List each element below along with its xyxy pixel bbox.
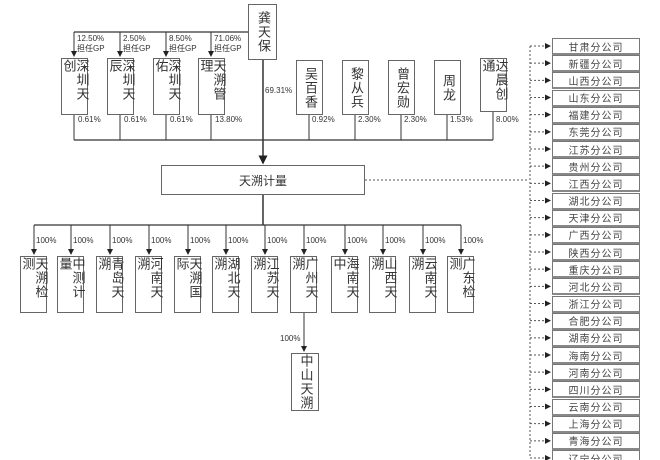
subsidiary-box: 海南天中	[331, 256, 359, 313]
branch-office-box: 贵州分公司	[552, 158, 640, 176]
sub-subsidiary-box: 中山天溯	[291, 353, 319, 411]
subsidiary-box: 山西天溯	[369, 256, 397, 313]
share-label: 100%	[228, 236, 249, 245]
gp-entity-box: 天溯管理	[198, 58, 226, 115]
share-label: 0.61%	[170, 115, 193, 124]
branch-office-box: 甘肃分公司	[552, 38, 640, 55]
share-label: 13.80%	[215, 115, 243, 124]
gp-label: 担任GP	[214, 44, 242, 53]
share-label: 2.30%	[404, 115, 427, 124]
gp-label: 担任GP	[77, 44, 105, 53]
branch-office-box: 河南分公司	[552, 364, 640, 382]
share-label: 100%	[151, 236, 172, 245]
branch-office-box: 湖南分公司	[552, 329, 640, 347]
share-label: 69.31%	[265, 86, 293, 95]
branch-office-box: 山西分公司	[552, 72, 640, 90]
subsidiary-box: 江苏天溯	[251, 256, 279, 313]
subsidiary-box: 广东检测	[447, 256, 475, 313]
gp-label: 担任GP	[123, 44, 151, 53]
share-label: 1.53%	[450, 115, 473, 124]
branch-office-box: 上海分公司	[552, 415, 640, 433]
shareholder-box: 周龙	[434, 60, 461, 115]
share-label: 0.61%	[78, 115, 101, 124]
share-label: 8.00%	[496, 115, 519, 124]
branch-office-box: 四川分公司	[552, 381, 640, 399]
branch-office-box: 江西分公司	[552, 175, 640, 193]
subsidiary-box: 云南天溯	[409, 256, 437, 313]
shareholder-box: 曾宏勋	[388, 60, 415, 115]
share-label: 100%	[267, 236, 288, 245]
branch-office-box: 湖北分公司	[552, 192, 640, 210]
subsidiary-box: 天溯国际	[174, 256, 202, 313]
gp-entity-box: 深圳天辰	[107, 58, 135, 115]
gp-entity-box: 深圳天创	[61, 58, 89, 115]
share-label: 0.61%	[124, 115, 147, 124]
branch-office-box: 云南分公司	[552, 398, 640, 416]
branch-office-box: 东莞分公司	[552, 123, 640, 141]
subsidiary-box: 中测计量	[57, 256, 85, 313]
branch-office-box: 海南分公司	[552, 347, 640, 364]
gp-label: 担任GP	[169, 44, 197, 53]
shareholder-box: 达晨创通	[480, 58, 508, 112]
branch-office-box: 青海分公司	[552, 432, 640, 450]
gp-entity-box: 深圳天佑	[153, 58, 181, 115]
share-label: 100%	[463, 236, 484, 245]
branch-office-box: 山东分公司	[552, 89, 640, 107]
gp-label: 8.50%	[169, 34, 192, 43]
branch-office-box: 天津分公司	[552, 209, 640, 227]
branch-office-box: 浙江分公司	[552, 295, 640, 313]
subsidiary-box: 青岛天溯	[96, 256, 124, 313]
gp-label: 71.06%	[214, 34, 242, 43]
branch-office-box: 陕西分公司	[552, 244, 640, 261]
share-label: 100%	[280, 334, 301, 343]
branch-office-box: 福建分公司	[552, 106, 640, 124]
company-box: 天溯计量	[161, 165, 365, 195]
gp-label: 12.50%	[77, 34, 105, 43]
branch-office-box: 新疆分公司	[552, 55, 640, 73]
share-label: 100%	[112, 236, 133, 245]
subsidiary-box: 天溯检测	[20, 256, 48, 313]
share-label: 100%	[425, 236, 446, 245]
share-label: 0.92%	[312, 115, 335, 124]
branch-office-box: 江苏分公司	[552, 141, 640, 158]
share-label: 100%	[347, 236, 368, 245]
subsidiary-box: 湖北天溯	[212, 256, 240, 313]
shareholder-box: 黎从兵	[342, 60, 369, 115]
branch-office-box: 河北分公司	[552, 278, 640, 296]
share-label: 100%	[306, 236, 327, 245]
subsidiary-box: 河南天溯	[135, 256, 163, 313]
branch-office-box: 辽宁分公司	[552, 450, 640, 460]
branch-office-box: 广西分公司	[552, 226, 640, 244]
branch-office-box: 合肥分公司	[552, 312, 640, 330]
share-label: 100%	[36, 236, 57, 245]
shareholder-box: 吴百香	[296, 60, 323, 115]
top-shareholder-box: 龚天保	[248, 4, 277, 60]
branch-office-box: 重庆分公司	[552, 261, 640, 279]
share-label: 100%	[385, 236, 406, 245]
gp-label: 2.50%	[123, 34, 146, 43]
subsidiary-box: 广州天溯	[290, 256, 318, 313]
share-label: 2.30%	[358, 115, 381, 124]
share-label: 100%	[190, 236, 211, 245]
share-label: 100%	[73, 236, 94, 245]
